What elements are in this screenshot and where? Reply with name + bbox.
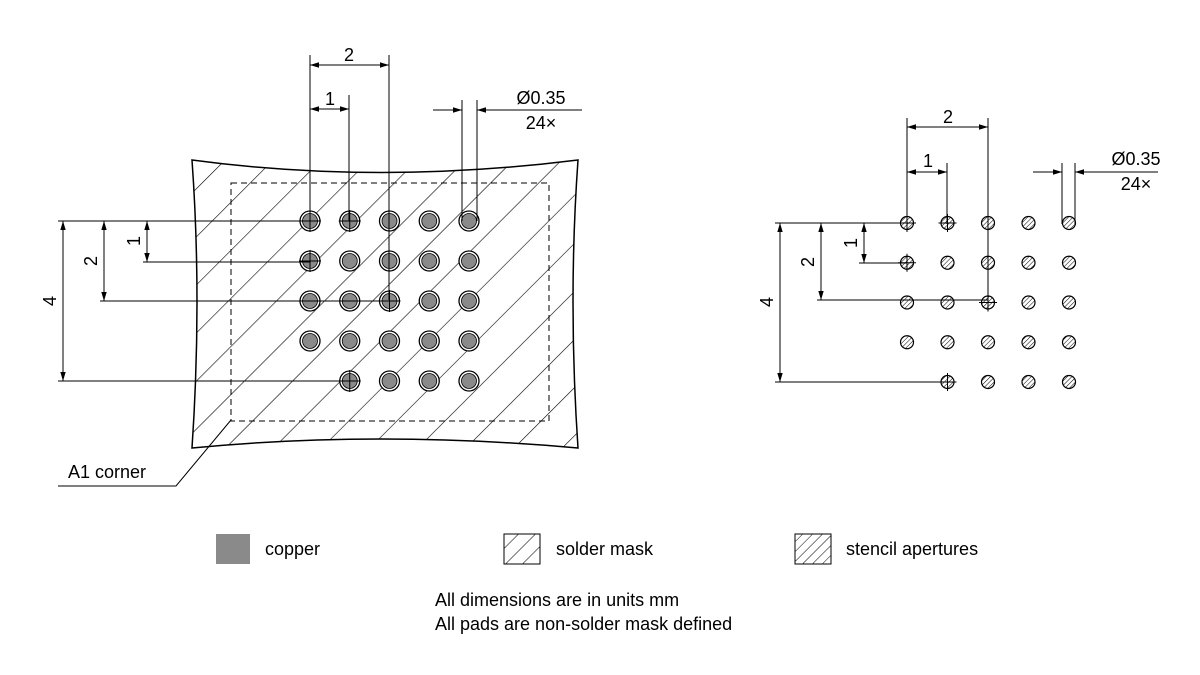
right-pad-count: 24×	[1121, 174, 1152, 194]
left-copper-pad	[338, 210, 361, 232]
left-copper-pad	[418, 330, 440, 352]
left-copper-pad	[418, 250, 440, 272]
right-stencil-pad	[940, 255, 955, 270]
left-copper-pad	[418, 210, 440, 232]
legend-stencil-swatch	[794, 533, 832, 565]
right-stencil-pad	[1021, 295, 1036, 310]
right-dim-pitch-2: 2	[943, 107, 953, 127]
left-dim-pitch-1: 1	[325, 89, 335, 109]
left-pad-diameter: Ø0.35	[516, 88, 565, 108]
right-stencil-pad	[980, 335, 996, 350]
package-outline	[230, 182, 550, 422]
left-dim-row-1: 1	[124, 236, 144, 246]
note-pads: All pads are non-solder mask defined	[435, 614, 732, 634]
right-stencil-grid	[898, 214, 1077, 391]
right-stencil-pad	[1061, 255, 1077, 270]
right-dim-row-1: 1	[841, 238, 861, 248]
right-dim-pitch-1: 1	[923, 151, 933, 171]
right-top-dimensions	[906, 118, 1158, 300]
left-copper-pad	[378, 330, 401, 352]
left-pad-grid	[299, 210, 480, 392]
left-copper-pad	[458, 330, 480, 352]
right-pad-diameter: Ø0.35	[1111, 149, 1160, 169]
left-dim-row-4: 4	[40, 296, 60, 306]
a1-corner-leader	[58, 419, 232, 487]
left-dim-row-2: 2	[81, 256, 101, 266]
left-copper-pad	[418, 370, 440, 392]
left-copper-pad	[378, 370, 401, 392]
left-dim-pitch-2: 2	[344, 45, 354, 65]
legend-copper-label: copper	[265, 539, 320, 559]
right-stencil-pad	[1021, 335, 1036, 350]
right-stencil-pad	[899, 295, 915, 310]
right-dim-row-4: 4	[757, 297, 777, 307]
a1-corner-label: A1 corner	[68, 462, 146, 482]
legend-stencil-label: stencil apertures	[846, 539, 978, 559]
right-stencil-pad	[940, 295, 955, 310]
legend: copper solder mask stencil apertures	[216, 533, 978, 565]
legend-solder-mask-label: solder mask	[556, 539, 654, 559]
left-copper-pad	[418, 290, 440, 312]
left-copper-pad	[339, 250, 361, 272]
left-pad-count: 24×	[526, 113, 557, 133]
right-stencil-pad	[1061, 374, 1077, 390]
left-copper-pad	[339, 330, 361, 352]
left-side-dimensions	[58, 220, 389, 382]
right-stencil-pad	[1021, 255, 1036, 270]
right-stencil-pad	[1061, 335, 1077, 350]
right-stencil-pad	[1021, 215, 1036, 231]
left-copper-pad	[299, 250, 321, 272]
left-copper-pad	[458, 210, 480, 232]
left-copper-pad	[458, 250, 480, 272]
legend-solder-mask-swatch	[503, 533, 541, 565]
left-top-dimensions	[309, 55, 582, 300]
left-copper-pad	[458, 370, 480, 392]
left-copper-pad	[458, 290, 480, 312]
legend-copper-swatch	[216, 534, 250, 564]
right-side-dimensions	[775, 222, 988, 383]
note-units: All dimensions are in units mm	[435, 590, 679, 610]
right-stencil-pad	[1061, 215, 1077, 231]
left-copper-pad	[338, 370, 361, 392]
left-view: 2 1 Ø0.35 24× 1 2 4 A1 corner	[40, 45, 582, 487]
right-stencil-pad	[1061, 295, 1077, 310]
left-copper-pad	[299, 330, 321, 352]
right-stencil-pad	[1021, 374, 1036, 390]
right-stencil-pad	[980, 374, 996, 390]
right-view: 2 1 Ø0.35 24× 1 2 4	[757, 107, 1161, 391]
right-stencil-pad	[940, 335, 955, 350]
right-dim-row-2: 2	[798, 257, 818, 267]
right-stencil-pad	[899, 335, 915, 350]
